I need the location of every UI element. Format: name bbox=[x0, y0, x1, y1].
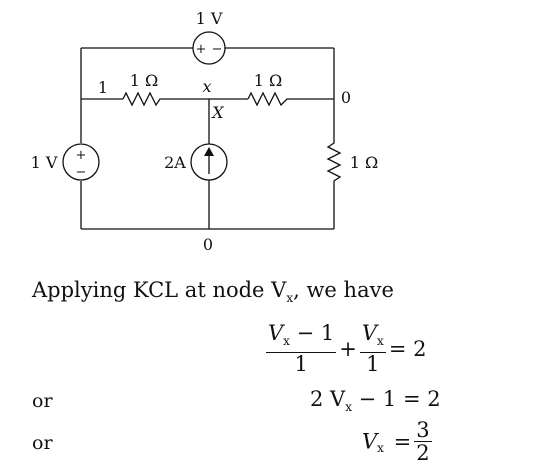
node-X-label: X bbox=[210, 103, 224, 122]
eq2-lhs: 2 V bbox=[310, 387, 346, 411]
eq1-v2: V bbox=[361, 321, 378, 345]
right-resistor-label: 1 Ω bbox=[350, 153, 379, 172]
top-source-label: 1 V bbox=[196, 9, 223, 28]
eq1-num2: Vx bbox=[359, 321, 386, 354]
eq1-v2-sub: x bbox=[377, 334, 384, 349]
left-resistor bbox=[122, 91, 163, 107]
eq2-sub: x bbox=[345, 400, 352, 415]
eq1-plus: + bbox=[339, 336, 357, 361]
eq1-v: V bbox=[268, 321, 284, 345]
left-resistor-label: 1 Ω bbox=[130, 71, 159, 90]
current-arrow-icon bbox=[204, 147, 214, 156]
node-left-label: 1 bbox=[98, 78, 108, 97]
eq3-equals: = bbox=[393, 429, 412, 454]
current-source bbox=[190, 143, 228, 181]
eq1-fraction-1: Vx − 1 1 bbox=[266, 321, 337, 377]
eq1-den2: 1 bbox=[366, 352, 380, 377]
or-label-1: or bbox=[32, 390, 53, 412]
intro-tail: , we have bbox=[293, 278, 394, 302]
eq3-sub: x bbox=[377, 441, 384, 456]
left-voltage-source: + − bbox=[62, 143, 100, 181]
intro-text: Applying KCL at node V bbox=[32, 278, 287, 302]
equation-1: Vx − 1 1 + Vx 1 = 2 bbox=[266, 322, 429, 375]
top-source-minus: − bbox=[212, 42, 223, 57]
current-source-label: 2A bbox=[164, 153, 186, 172]
left-source-minus: − bbox=[76, 165, 87, 180]
top-source-plus: + bbox=[196, 42, 207, 57]
ground-label: 0 bbox=[203, 235, 213, 254]
eq1-den1: 1 bbox=[294, 352, 308, 377]
eq1-fraction-2: Vx 1 bbox=[359, 321, 386, 377]
right-top-resistor bbox=[247, 91, 290, 107]
equation-2: 2 Vx − 1 = 2 bbox=[310, 387, 441, 414]
eq2-lhs-post: − 1 bbox=[351, 387, 397, 411]
eq3-v: V bbox=[362, 429, 378, 454]
or-label-2: or bbox=[32, 432, 53, 454]
eq3-fraction: 3 2 bbox=[414, 418, 432, 465]
left-source-label: 1 V bbox=[31, 153, 58, 172]
eq3-den: 2 bbox=[416, 441, 430, 465]
top-voltage-source: + − bbox=[192, 31, 226, 65]
left-source-plus: + bbox=[76, 148, 87, 163]
right-resistor bbox=[326, 140, 342, 186]
intro-sub: x bbox=[286, 291, 294, 306]
eq2-rhs: = 2 bbox=[402, 387, 441, 411]
node-right-label: 0 bbox=[341, 88, 351, 107]
eq1-num1: Vx − 1 bbox=[266, 321, 337, 354]
right-top-resistor-label: 1 Ω bbox=[254, 71, 283, 90]
eq1-minus-one: − 1 bbox=[289, 321, 335, 345]
eq3-num: 3 bbox=[414, 418, 432, 442]
circuit-diagram: + − 1 V + − 1 V 1 Ω 1 Ω 1 x X 0 2A 1 Ω bbox=[31, 9, 379, 254]
eq1-v-sub: x bbox=[283, 334, 290, 349]
eq1-rhs: = 2 bbox=[388, 336, 427, 361]
kcl-intro: Applying KCL at node Vx, we have bbox=[32, 278, 394, 305]
equation-3: Vx = 3 2 bbox=[362, 419, 432, 464]
node-x-label: x bbox=[202, 77, 211, 96]
